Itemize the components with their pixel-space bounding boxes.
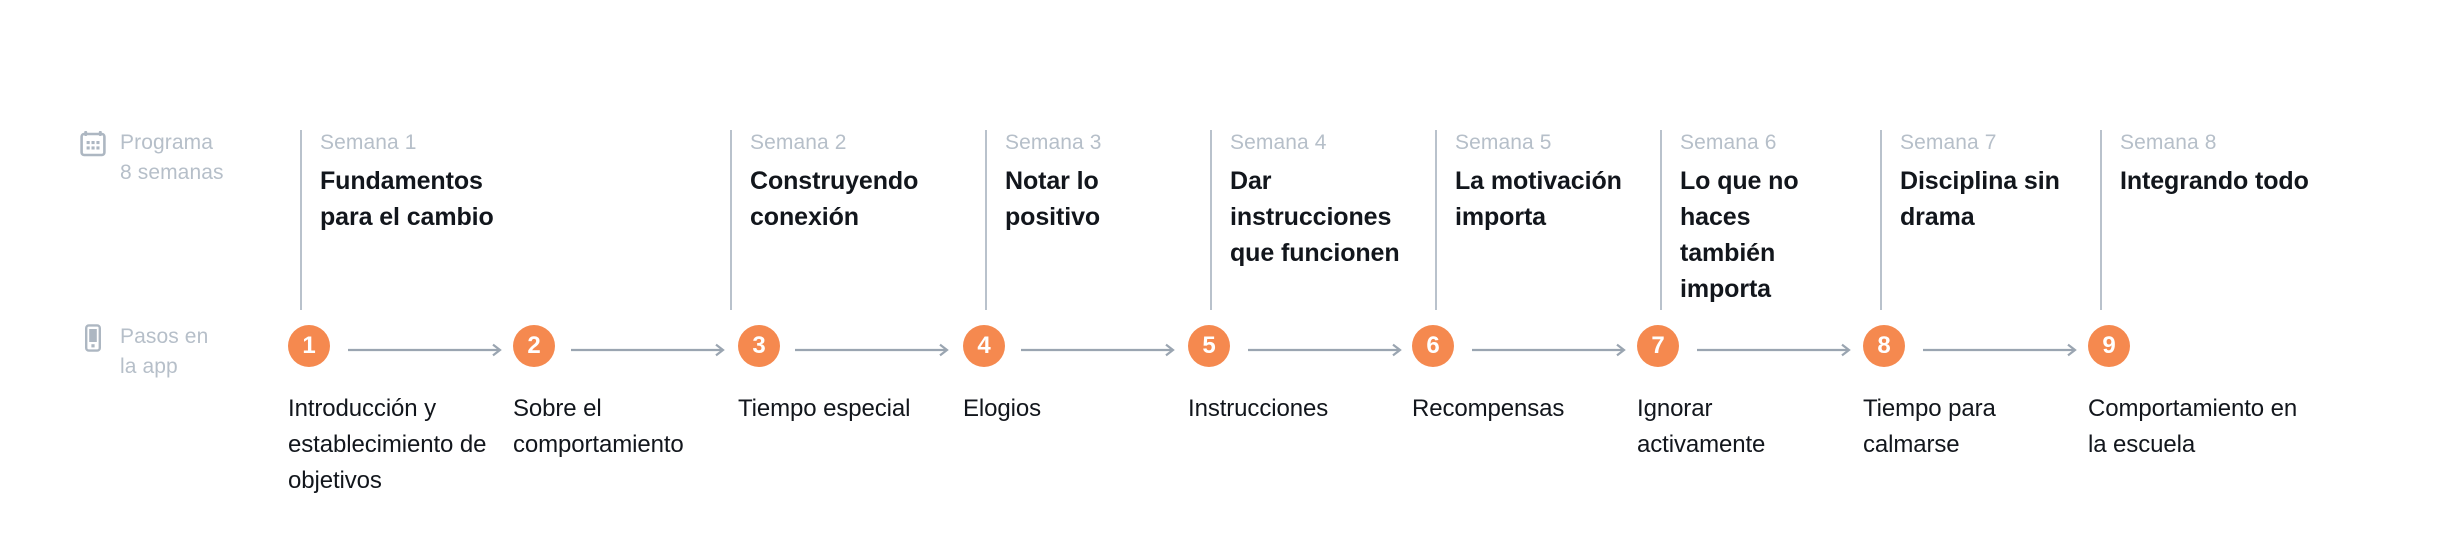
step-connector-7-8	[1697, 343, 1857, 357]
week-column-5: Semana 5 La motivación importa	[1435, 130, 1630, 310]
week-column-3: Semana 3 Notar lo positivo	[985, 130, 1145, 310]
week-eyebrow: Semana 2	[750, 131, 847, 154]
step-label: Tiempo especial	[738, 395, 911, 422]
step-number-badge: 7	[1637, 325, 1679, 367]
step-number-badge: 3	[738, 325, 780, 367]
rail-program-line2: 8 semanas	[120, 161, 224, 184]
step-4[interactable]: 4 Elogios	[963, 325, 1143, 427]
step-label: Introducción y establecimiento de objeti…	[288, 395, 487, 494]
week-title: Notar lo positivo	[1005, 167, 1101, 231]
week-title: Construyendo conexión	[750, 167, 919, 231]
step-connector-3-4	[795, 343, 955, 357]
rail-app-steps-line2: la app	[120, 355, 178, 378]
rail-program-text: Programa 8 semanas	[120, 128, 224, 188]
week-title: Disciplina sin drama	[1900, 167, 2060, 231]
rail-program-line1: Programa	[120, 131, 214, 154]
step-number-badge: 9	[2088, 325, 2130, 367]
step-connector-6-7	[1472, 343, 1632, 357]
week-eyebrow: Semana 7	[1900, 131, 1997, 154]
week-eyebrow: Semana 6	[1680, 131, 1777, 154]
week-title: Lo que no haces también importa	[1680, 167, 1799, 303]
step-7[interactable]: 7 Ignorar activamente	[1637, 325, 1817, 463]
week-column-1: Semana 1 Fundamentos para el cambio	[300, 130, 500, 310]
step-number-badge: 5	[1188, 325, 1230, 367]
step-label: Instrucciones	[1188, 395, 1329, 422]
rail-app-steps-line1: Pasos en	[120, 325, 209, 348]
rail-app-steps: Pasos en la app	[80, 322, 290, 382]
step-3[interactable]: 3 Tiempo especial	[738, 325, 953, 427]
step-connector-1-2	[348, 343, 508, 357]
step-1[interactable]: 1 Introducción y establecimiento de obje…	[288, 325, 493, 499]
step-connector-5-6	[1248, 343, 1408, 357]
mobile-phone-icon	[80, 324, 106, 352]
week-title: Fundamentos para el cambio	[320, 167, 494, 231]
rail-program: Programa 8 semanas	[80, 128, 290, 188]
week-title: Integrando todo	[2120, 167, 2309, 195]
step-number-badge: 6	[1412, 325, 1454, 367]
step-label: Ignorar activamente	[1637, 395, 1766, 458]
week-eyebrow: Semana 3	[1005, 131, 1102, 154]
step-2[interactable]: 2 Sobre el comportamiento	[513, 325, 713, 463]
step-label: Tiempo para calmarse	[1863, 395, 1996, 458]
step-label: Recompensas	[1412, 395, 1565, 422]
week-eyebrow: Semana 1	[320, 131, 417, 154]
step-number-badge: 1	[288, 325, 330, 367]
rail-app-steps-text: Pasos en la app	[120, 322, 208, 382]
step-number-badge: 2	[513, 325, 555, 367]
week-eyebrow: Semana 5	[1455, 131, 1552, 154]
week-column-2: Semana 2 Construyendo conexión	[730, 130, 930, 310]
week-column-6: Semana 6 Lo que no haces también importa	[1660, 130, 1800, 310]
step-connector-8-9	[1923, 343, 2083, 357]
step-connector-2-3	[571, 343, 731, 357]
week-eyebrow: Semana 4	[1230, 131, 1327, 154]
step-label: Comportamiento en la escuela	[2088, 395, 2298, 458]
calendar-icon	[80, 130, 106, 158]
week-title: Dar instrucciones que funcionen	[1230, 167, 1400, 267]
step-5[interactable]: 5 Instrucciones	[1188, 325, 1388, 427]
week-eyebrow: Semana 8	[2120, 131, 2217, 154]
step-number-badge: 4	[963, 325, 1005, 367]
step-8[interactable]: 8 Tiempo para calmarse	[1863, 325, 2048, 463]
step-6[interactable]: 6 Recompensas	[1412, 325, 1607, 427]
step-9[interactable]: 9 Comportamiento en la escuela	[2088, 325, 2318, 463]
week-column-8: Semana 8 Integrando todo	[2100, 130, 2400, 310]
week-column-4: Semana 4 Dar instrucciones que funcionen	[1210, 130, 1405, 310]
week-column-7: Semana 7 Disciplina sin drama	[1880, 130, 2060, 310]
week-title: La motivación importa	[1455, 167, 1622, 231]
step-number-badge: 8	[1863, 325, 1905, 367]
step-label: Elogios	[963, 395, 1042, 422]
step-label: Sobre el comportamiento	[513, 395, 684, 458]
step-connector-4-5	[1021, 343, 1181, 357]
